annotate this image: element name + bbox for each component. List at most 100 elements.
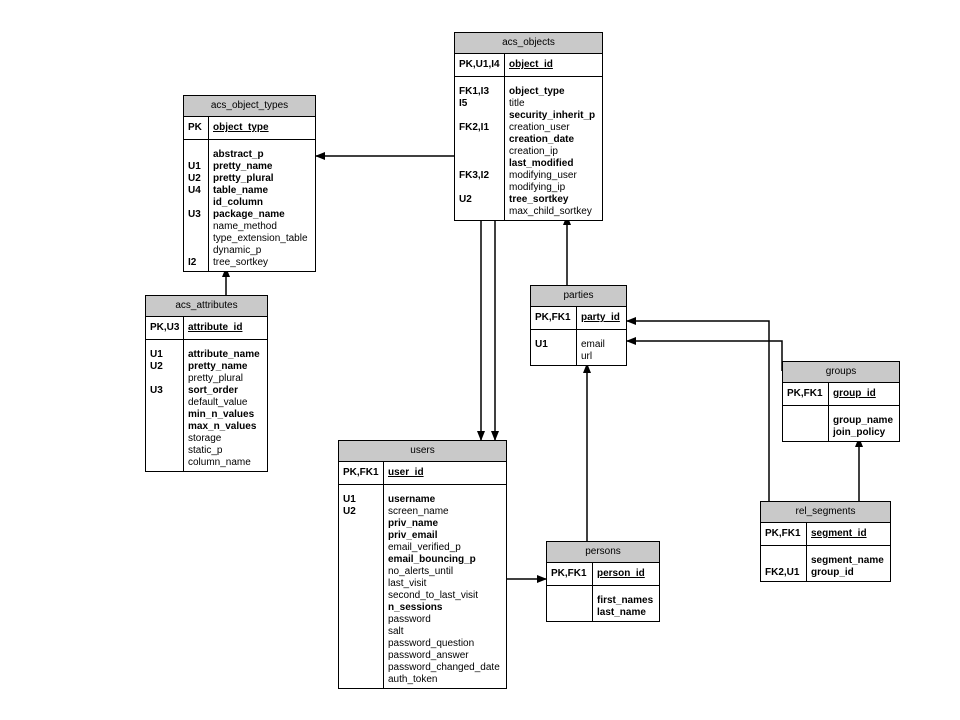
primary-key-label: PK,FK1	[339, 462, 384, 484]
attribute-name: min_n_values	[188, 409, 255, 420]
entity-title: persons	[547, 542, 659, 563]
key-label	[787, 415, 828, 427]
attribute-name: static_p	[188, 445, 223, 456]
key-label	[551, 595, 592, 607]
entity-title: acs_object_types	[184, 96, 315, 117]
attribute-name: package_name	[213, 209, 285, 220]
attribute-name: column_name	[188, 457, 251, 468]
attribute-name: priv_email	[388, 530, 438, 541]
key-label: I5	[459, 98, 468, 109]
key-label	[343, 542, 383, 554]
attribute-name: security_inherit_p	[509, 110, 596, 121]
key-column	[547, 586, 593, 621]
attribute-name: id_column	[213, 197, 264, 208]
attribute-name: salt	[388, 626, 404, 637]
key-column	[783, 406, 829, 441]
attribute-name: tree_sortkey	[509, 194, 569, 205]
primary-key-attr-cell: object_type	[209, 117, 269, 139]
rel-rel-segments-to-parties	[626, 317, 770, 501]
attribute-name: segment_name	[811, 555, 884, 566]
attribute-name: max_child_sortkey	[509, 206, 592, 217]
attribute-name: modifying_user	[509, 170, 577, 181]
attribute-name: creation_date	[509, 134, 575, 145]
key-column: U1	[531, 330, 577, 365]
key-label	[150, 421, 183, 433]
key-label: U4	[188, 185, 201, 196]
key-label	[343, 578, 383, 590]
primary-key-attr-cell: party_id	[577, 307, 620, 329]
key-label	[188, 197, 208, 209]
attribute-name: table_name	[213, 185, 269, 196]
attribute-name: password_changed_date	[388, 662, 500, 673]
attribute-name: abstract_p	[213, 149, 264, 160]
primary-key-row: PK,FK1 person_id	[547, 563, 659, 586]
key-label	[343, 662, 383, 674]
key-label	[343, 566, 383, 578]
attribute-name: default_value	[188, 397, 248, 408]
primary-key-label: PK,U3	[146, 317, 184, 339]
key-label	[535, 351, 576, 363]
attribute-name: last_name	[597, 607, 646, 618]
primary-key-label: PK,U1,I4	[455, 54, 505, 76]
attribute-name: name_method	[213, 221, 277, 232]
key-label: FK2,U1	[765, 567, 800, 578]
entity-title: parties	[531, 286, 626, 307]
attribute-name: type_extension_table	[213, 233, 308, 244]
attribute-name: pretty_plural	[188, 373, 244, 384]
key-label: U2	[188, 173, 201, 184]
attribute-name: pretty_name	[188, 361, 248, 372]
key-column: FK2,U1	[761, 546, 807, 581]
key-label: FK3,I2	[459, 170, 490, 181]
key-label	[343, 530, 383, 542]
primary-key-row: PK,U1,I4 object_id	[455, 54, 602, 77]
primary-key-attr-cell: group_id	[829, 383, 876, 405]
primary-key-label: PK,FK1	[761, 523, 807, 545]
entity-title: groups	[783, 362, 899, 383]
attribute-name: second_to_last_visit	[388, 590, 479, 601]
key-label: U1	[188, 161, 201, 172]
attribute-name: screen_name	[388, 506, 449, 517]
attribute-name: creation_user	[509, 122, 570, 133]
attribute-name: password_question	[388, 638, 475, 649]
attribute-name: last_modified	[509, 158, 574, 169]
key-label: I2	[188, 257, 197, 268]
key-label	[188, 245, 208, 257]
key-label	[343, 626, 383, 638]
key-label	[459, 206, 504, 218]
key-label	[150, 397, 183, 409]
key-label	[343, 554, 383, 566]
attribute-name: first_names	[597, 595, 654, 606]
primary-key-attribute: party_id	[581, 312, 620, 323]
entity-title: rel_segments	[761, 502, 890, 523]
primary-key-attribute: person_id	[597, 568, 645, 579]
key-label	[459, 158, 504, 170]
key-label	[188, 233, 208, 245]
primary-key-attribute: object_id	[509, 59, 553, 70]
key-label: U2	[459, 194, 472, 205]
key-label	[459, 110, 504, 122]
primary-key-attr-cell: user_id	[384, 462, 424, 484]
primary-key-label: PK,FK1	[547, 563, 593, 585]
key-label: FK1,I3	[459, 86, 490, 97]
primary-key-label: PK,FK1	[783, 383, 829, 405]
